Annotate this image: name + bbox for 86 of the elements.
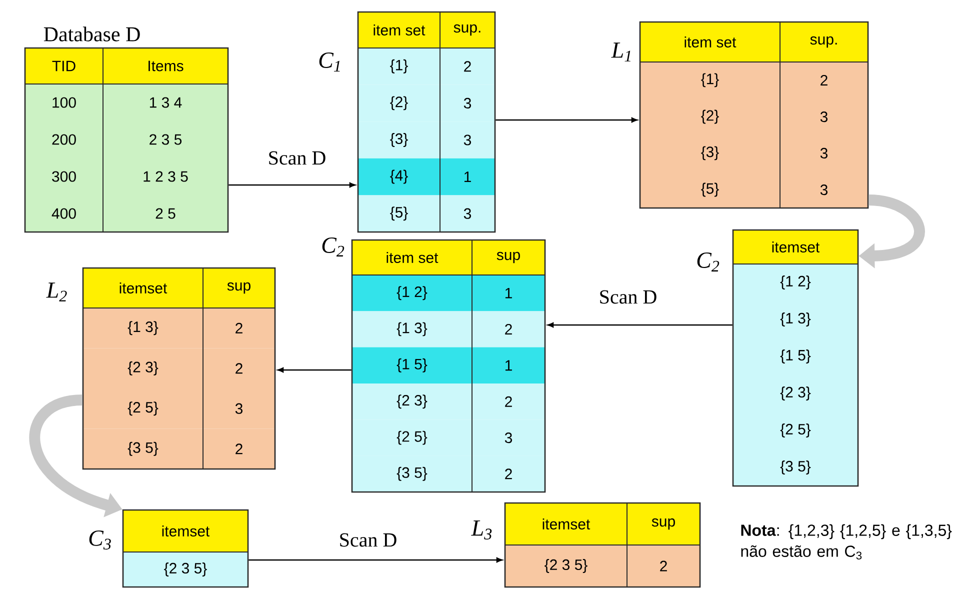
table-cell: {4} <box>358 158 440 196</box>
arrow <box>278 367 352 373</box>
table-cell: 2 <box>203 308 275 348</box>
table-cell: {2 3 5} <box>505 545 627 587</box>
table-title: C$_{3}$ <box>89 530 111 550</box>
table-cell: sup <box>472 240 545 275</box>
arrow <box>228 182 356 188</box>
table-cell: {1 3} <box>83 308 203 348</box>
table-cell: {5} <box>640 172 780 208</box>
table-cell: {1 5} <box>733 338 858 375</box>
table-cell: 2 <box>203 428 275 469</box>
arrow <box>248 557 502 563</box>
table-title: C$_{2}$ <box>322 238 344 256</box>
table-cell: {1} <box>358 48 440 85</box>
table-cell: sup <box>203 268 275 308</box>
table-cell: item set <box>358 12 440 48</box>
edge-label: Scan D <box>266 150 328 166</box>
table-cell: 3 <box>203 388 275 429</box>
table-cell: {2 3} <box>83 348 203 388</box>
table-cell: {1 3} <box>352 311 472 348</box>
table-cell: 1 <box>472 275 545 312</box>
table-cell: Items <box>103 48 228 84</box>
table-cell: 2 <box>203 348 275 388</box>
table-cell: 400 <box>25 195 103 232</box>
table-cell: 3 <box>440 122 495 158</box>
edge-label: Scan D <box>598 289 658 305</box>
table-cell: {3 5} <box>352 456 472 492</box>
table-cell: sup <box>627 503 700 545</box>
table-cell: 3 <box>472 420 545 456</box>
table-cell: {3} <box>640 134 780 172</box>
table-cell: 2 <box>780 62 868 98</box>
table-cell: 100 <box>25 84 103 121</box>
table-cell: {1 2} <box>733 264 858 301</box>
table-cell: {2} <box>358 84 440 122</box>
table-title: L$_{3}$ <box>471 520 492 540</box>
table-cell: 1 <box>440 158 495 196</box>
table-cell: 3 <box>780 172 868 208</box>
table-title: C$_{1}$ <box>319 52 340 72</box>
table-cell: 3 <box>440 84 495 122</box>
table-cell: 1 <box>472 347 545 384</box>
table-cell: {2 3} <box>733 375 858 412</box>
table-cell: 3 <box>780 134 868 172</box>
table-cell: {3 5} <box>733 449 858 486</box>
arrow <box>548 322 732 328</box>
table-cell: {1 3} <box>733 301 858 338</box>
table-cell: 2 <box>440 48 495 85</box>
table-cell: itemset <box>505 503 627 545</box>
table-cell: {2} <box>640 98 780 136</box>
table-cell: sup. <box>780 22 868 62</box>
arrow <box>496 117 638 123</box>
table-cell: 2 5 <box>103 195 228 232</box>
table-cell: 1 3 4 <box>103 84 228 121</box>
table-cell: {3} <box>358 122 440 158</box>
table-cell: {5} <box>358 195 440 232</box>
table-cell: {2 5} <box>352 420 472 456</box>
table-cell: 2 <box>472 311 545 348</box>
table-cell: {3 5} <box>83 428 203 469</box>
table-cell: item set <box>640 22 780 62</box>
table-title: L$_{1}$ <box>611 42 630 62</box>
edge-label: Scan D <box>338 532 398 548</box>
table-title: C$_{2}$ <box>697 252 720 272</box>
table-cell: {2 5} <box>83 388 203 429</box>
table-title: Database D <box>44 26 140 42</box>
table-cell: {1 5} <box>352 347 472 384</box>
table-cell: 3 <box>440 195 495 232</box>
note: Nota: {1,2,3} {1,2,5} e {1,3,5} não estão em C$_{3}$ <box>741 524 952 560</box>
table-cell: itemset <box>123 510 248 552</box>
table-cell: 300 <box>25 158 103 195</box>
table-cell: {2 5} <box>733 412 858 449</box>
table-title: L$_{2}$ <box>46 282 67 302</box>
table-cell: itemset <box>733 230 858 264</box>
table-cell: {2 3 5} <box>123 552 248 587</box>
table-cell: 200 <box>25 121 103 158</box>
table-cell: 2 3 5 <box>103 121 228 158</box>
table-cell: 1 2 3 5 <box>103 158 228 195</box>
table-cell: item set <box>352 240 472 275</box>
table-cell: {1} <box>640 62 780 98</box>
table-cell: 2 <box>472 384 545 420</box>
table-cell: itemset <box>83 268 203 308</box>
table-cell: {2 3} <box>352 384 472 420</box>
table-cell: 2 <box>472 456 545 492</box>
table-cell: sup. <box>440 12 495 48</box>
table-cell: TID <box>25 48 103 84</box>
table-cell: {1 2} <box>352 275 472 312</box>
table-cell: 3 <box>780 98 868 136</box>
table-cell: 2 <box>627 545 700 587</box>
